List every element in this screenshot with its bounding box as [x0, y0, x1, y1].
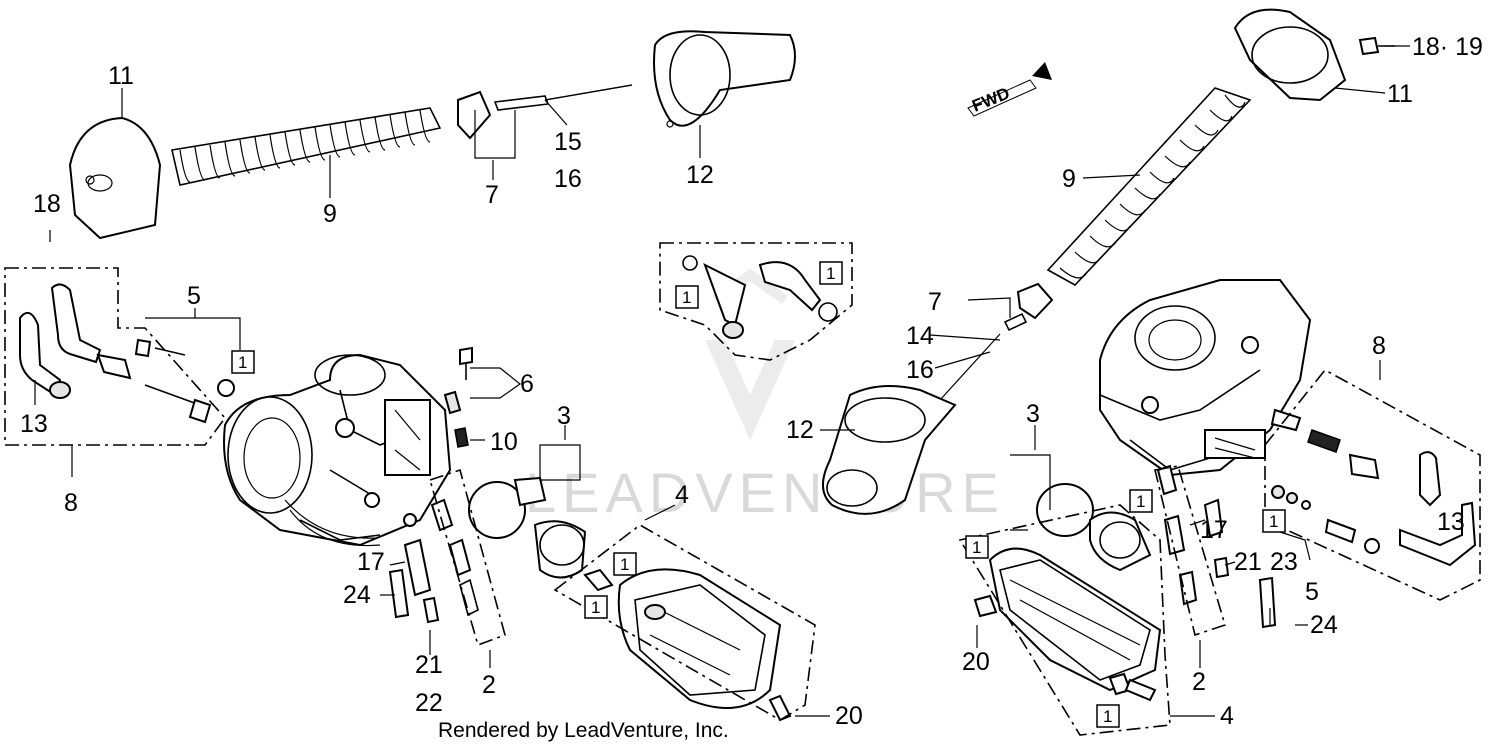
fwd-label: FWD — [969, 84, 1012, 116]
diaphragm-right[interactable] — [822, 385, 957, 515]
top-cover-right[interactable] — [1233, 8, 1347, 102]
float-valve-left[interactable] — [468, 476, 587, 579]
watermark: LEADVENTURE — [525, 268, 1005, 524]
callout-2-left: 2 — [482, 671, 496, 699]
callout-21-left: 21 — [415, 651, 443, 679]
callout-12-left: 12 — [686, 161, 714, 189]
svg-text:1: 1 — [591, 598, 600, 617]
spring-left[interactable] — [171, 107, 442, 186]
ref-box-right-chamber-a[interactable]: 1 — [965, 535, 989, 559]
screw-6[interactable] — [443, 346, 473, 415]
fwd-arrow: FWD — [967, 62, 1052, 117]
callout-11-right: 11 — [1387, 80, 1413, 108]
callout-10: 10 — [490, 428, 518, 456]
callout-17-left: 17 — [357, 548, 385, 576]
carburetor-body-left[interactable] — [223, 353, 452, 547]
jet-needle-holder-right[interactable] — [939, 282, 1054, 401]
callout-labels: 11 18 9 7 15 16 12 5 13 8 6 10 3 4 17 24… — [20, 33, 1483, 730]
leader-lines — [34, 45, 1410, 717]
ref-box-right-valve[interactable]: 1 — [1129, 489, 1153, 513]
callout-24-left: 24 — [343, 581, 371, 609]
callout-16-right: 16 — [906, 356, 934, 384]
callout-5-left: 5 — [187, 282, 201, 310]
ref-box-center-b[interactable]: 1 — [819, 261, 843, 285]
spring-10[interactable] — [454, 427, 469, 448]
jet-assembly-left[interactable] — [388, 498, 479, 624]
callout-18-19: 18· 19 — [1412, 33, 1483, 61]
callout-6: 6 — [520, 370, 534, 398]
callout-20-left: 20 — [835, 702, 863, 730]
callout-3-right: 3 — [1026, 400, 1040, 428]
svg-text:1: 1 — [972, 538, 981, 557]
callout-8-left: 8 — [64, 489, 78, 517]
float-valve-right[interactable] — [1036, 483, 1152, 572]
callout-23: 23 — [1270, 548, 1298, 576]
callout-24-right: 24 — [1310, 611, 1338, 639]
callout-22: 22 — [415, 689, 443, 717]
svg-text:1: 1 — [682, 288, 691, 307]
credit-text: Rendered by LeadVenture, Inc. — [438, 719, 729, 742]
callout-5-right: 5 — [1305, 578, 1319, 606]
ref-box-right-hose[interactable]: 1 — [1262, 509, 1286, 533]
callout-14: 14 — [906, 322, 934, 350]
callout-4-right: 4 — [1220, 702, 1234, 730]
callout-11-left: 11 — [108, 62, 134, 90]
float-chamber-left[interactable] — [583, 568, 792, 722]
hose-assembly-left[interactable] — [19, 283, 235, 424]
callout-7-right: 7 — [928, 288, 942, 316]
svg-text:1: 1 — [620, 555, 629, 574]
top-cover-left[interactable] — [68, 116, 162, 240]
carburetor-body-right[interactable] — [1099, 279, 1312, 477]
svg-text:1: 1 — [238, 353, 247, 372]
callout-17-right: 17 — [1200, 516, 1228, 544]
callout-9-left: 9 — [323, 200, 337, 228]
ref-box-left-upper[interactable]: 1 — [231, 350, 255, 374]
callout-8-right: 8 — [1372, 332, 1386, 360]
svg-text:1: 1 — [826, 264, 835, 283]
jet-needle-holder-left[interactable] — [457, 84, 633, 140]
ref-box-center-a[interactable]: 1 — [675, 285, 699, 309]
callout-13-left: 13 — [20, 410, 48, 438]
callout-18-left: 18 — [33, 190, 61, 218]
callout-20-right: 20 — [962, 648, 990, 676]
callout-16-left: 16 — [554, 165, 582, 193]
ref-box-left-chamber-b[interactable]: 1 — [584, 595, 608, 619]
hose-assembly-right[interactable] — [1270, 408, 1477, 567]
callout-12-right: 12 — [786, 416, 814, 444]
svg-text:1: 1 — [1103, 707, 1112, 726]
callout-4-left: 4 — [675, 481, 689, 509]
callout-15: 15 — [554, 128, 582, 156]
callout-3-left: 3 — [557, 402, 571, 430]
callout-21-right: 21 — [1234, 548, 1262, 576]
ref-box-left-chamber-a[interactable]: 1 — [613, 552, 637, 576]
spring-right[interactable] — [1046, 87, 1252, 287]
float-chamber-right[interactable] — [973, 547, 1162, 702]
joint-pipe-center[interactable] — [682, 255, 838, 339]
callout-2-right: 2 — [1192, 668, 1206, 696]
svg-text:1: 1 — [1136, 492, 1145, 511]
callout-9-right: 9 — [1062, 165, 1076, 193]
svg-text:1: 1 — [1269, 512, 1278, 531]
watermark-text: LEADVENTURE — [525, 461, 1005, 524]
callout-7-left: 7 — [485, 181, 499, 209]
diaphragm-left[interactable] — [653, 30, 796, 128]
jet-assembly-right[interactable] — [1156, 464, 1277, 629]
callout-13-right: 13 — [1437, 508, 1465, 536]
ref-box-right-chamber-b[interactable]: 1 — [1096, 704, 1120, 728]
